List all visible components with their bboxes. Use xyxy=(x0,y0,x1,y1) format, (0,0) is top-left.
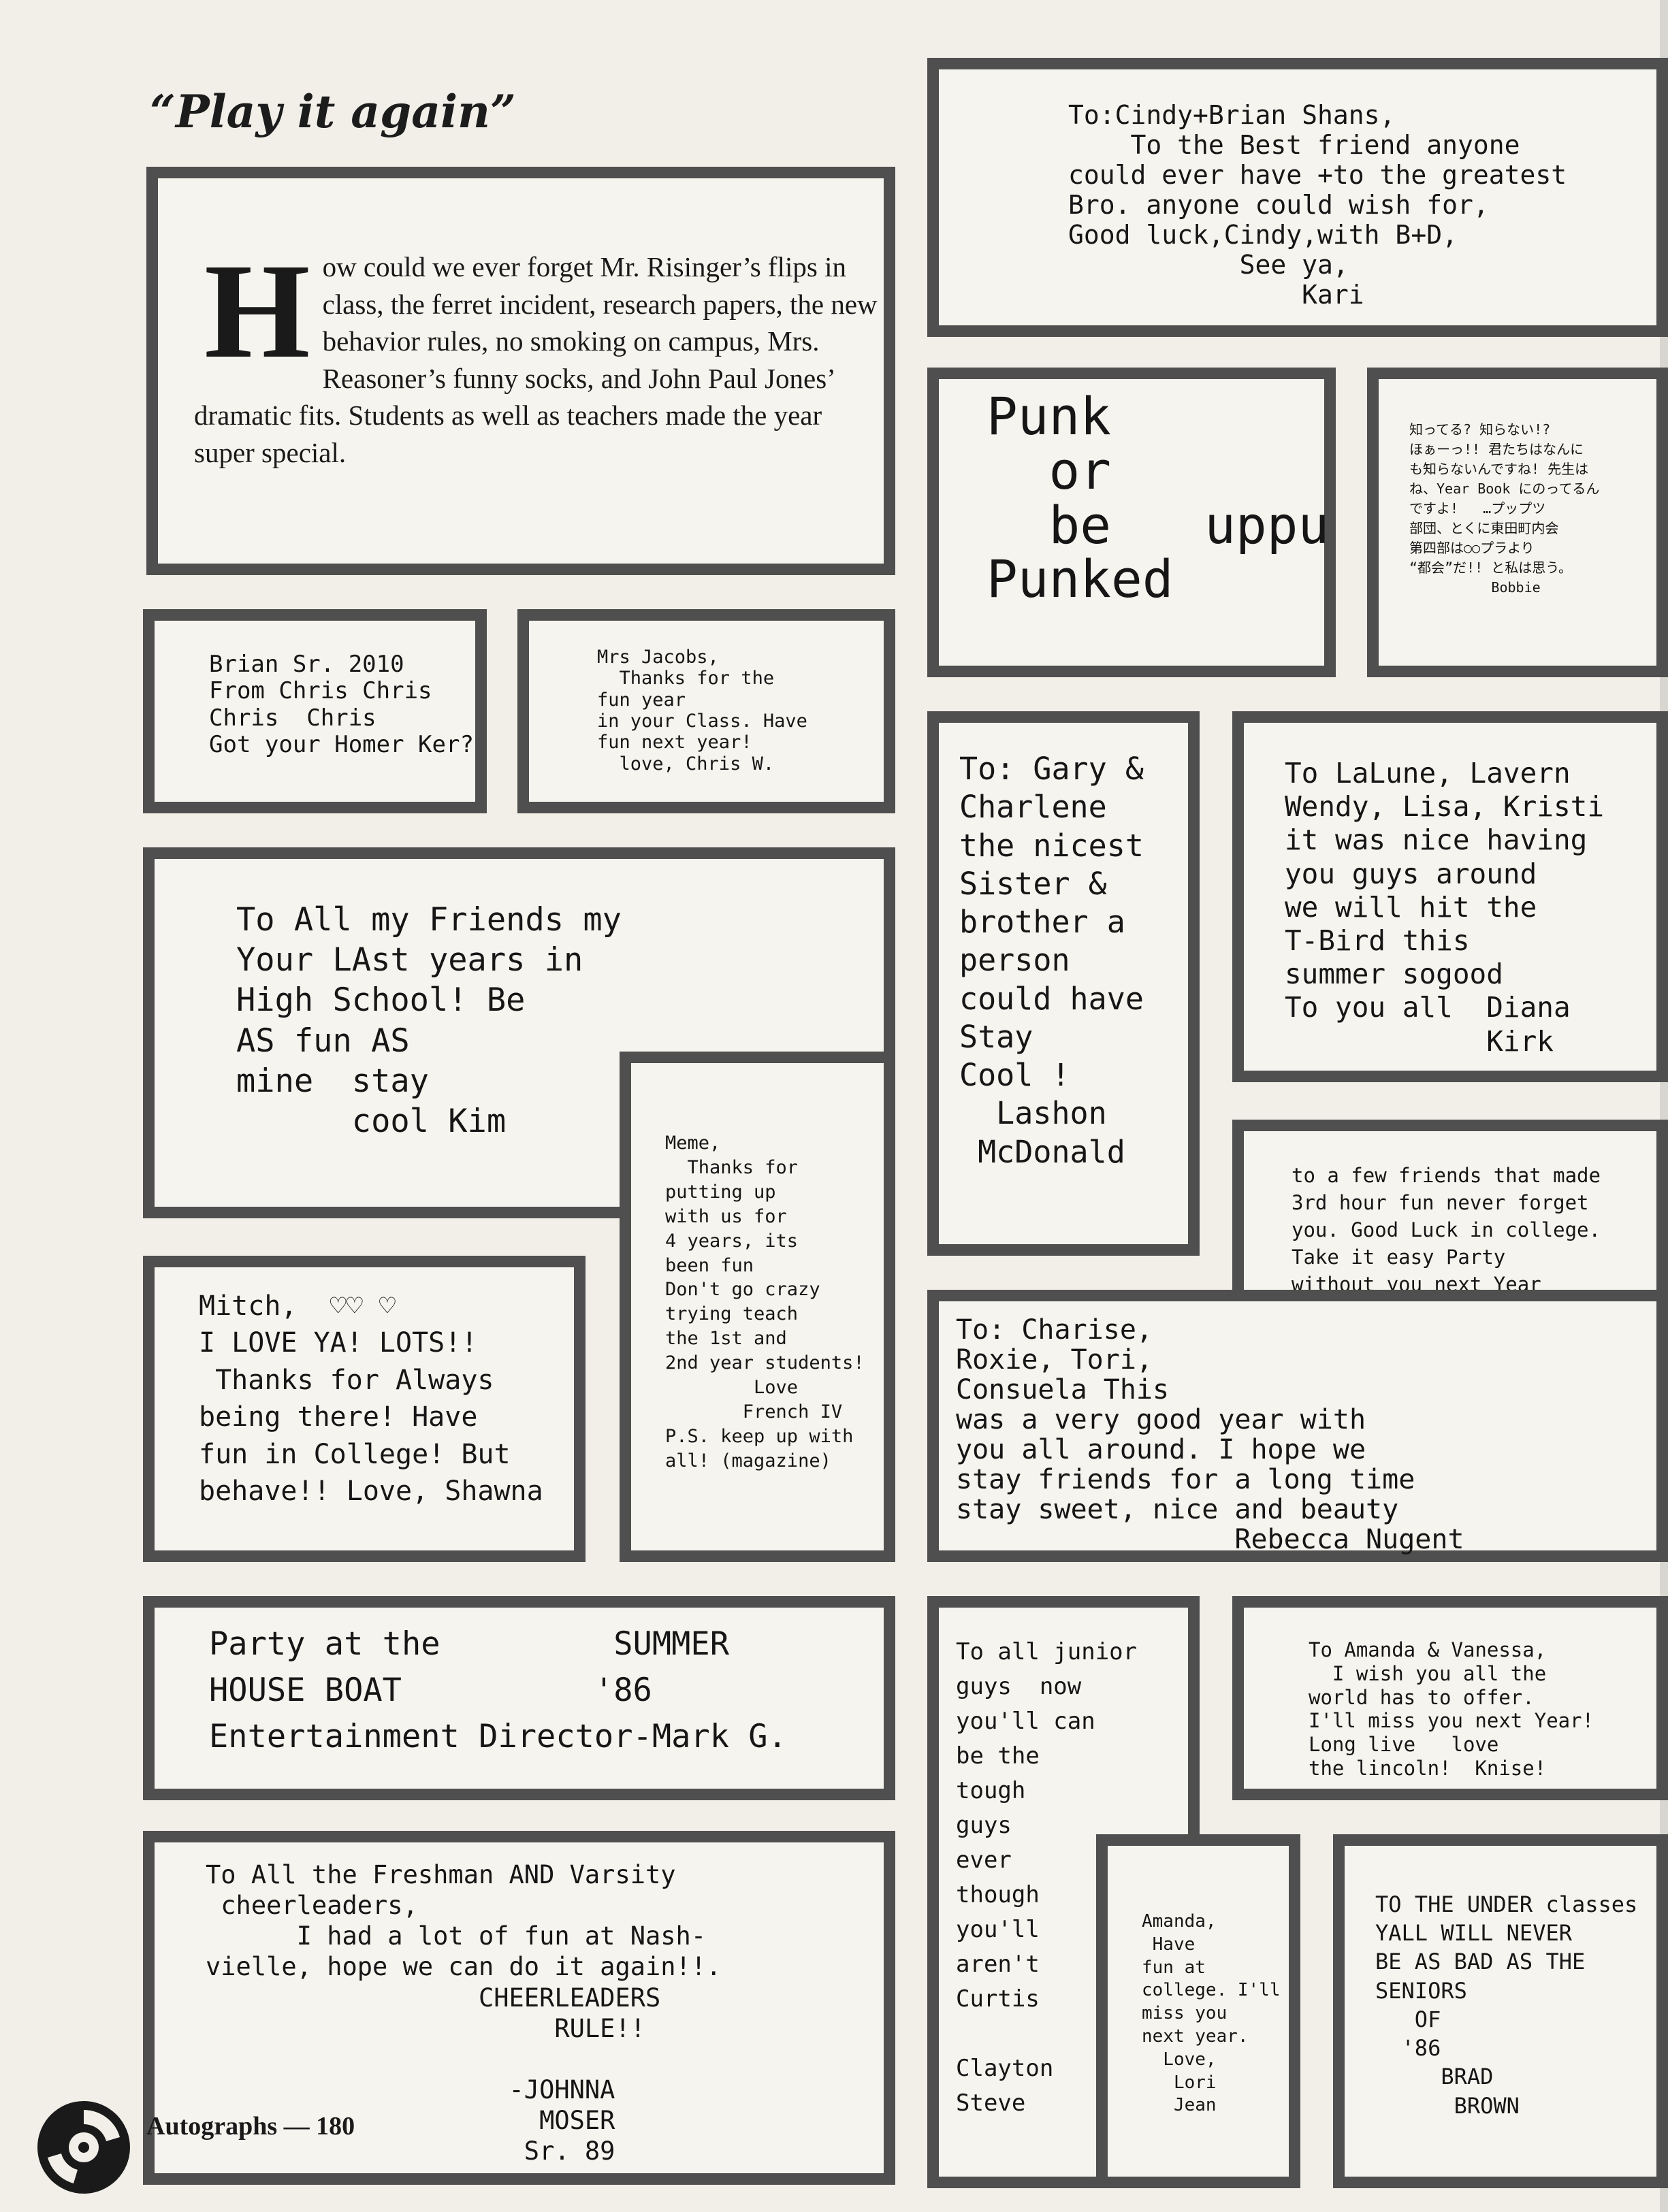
autograph-amanda-lori: Amanda, Have fun at college. I'll miss y… xyxy=(1142,1911,1281,2116)
autograph-amanda-lori-box: Amanda, Have fun at college. I'll miss y… xyxy=(1096,1834,1300,2188)
autograph-underclasses: TO THE UNDER classes YALL WILL NEVER BE … xyxy=(1375,1891,1638,2119)
autograph-underclasses-box: TO THE UNDER classes YALL WILL NEVER BE … xyxy=(1333,1834,1668,2188)
autograph-juniors: To all junior guys now you'll can be the… xyxy=(956,1638,1138,2117)
autograph-lalune-box: To LaLune, Lavern Wendy, Lisa, Kristi it… xyxy=(1232,711,1668,1082)
autograph-meme: Meme, Thanks for putting up with us for … xyxy=(665,1133,865,1471)
autograph-mitch: Mitch, ♡♡ ♡ I LOVE YA! LOTS!! Thanks for… xyxy=(199,1290,543,1507)
autograph-amanda-vanessa-box: To Amanda & Vanessa, I wish you all the … xyxy=(1232,1596,1668,1800)
autograph-brian-box: Brian Sr. 2010 From Chris Chris Chris Ch… xyxy=(143,609,487,813)
autograph-cheer: To All the Freshman AND Varsity cheerlea… xyxy=(206,1860,722,2166)
autograph-gary-box: To: Gary & Charlene the nicest Sister & … xyxy=(927,711,1200,1256)
autograph-charise: To: Charise, Roxie, Tori, Consuela This … xyxy=(956,1314,1464,1555)
autograph-punk-box: Punk or be uppu Punked xyxy=(927,368,1336,677)
autograph-houseboat: Party at the SUMMER HOUSE BOAT '86 Enter… xyxy=(209,1625,787,1756)
autograph-cindy: To:Cindy+Brian Shans, To the Best friend… xyxy=(1068,100,1567,310)
page-title: “Play it again” xyxy=(150,85,516,138)
autograph-amanda-vanessa: To Amanda & Vanessa, I wish you all the … xyxy=(1309,1638,1594,1780)
autograph-bobbie-box: 知ってる? 知らない!? ほぁーっ!! 君たちはなんに も知らないんですね! 先… xyxy=(1367,368,1668,677)
autograph-charise-box: To: Charise, Roxie, Tori, Consuela This … xyxy=(927,1290,1668,1562)
autograph-gary: To: Gary & Charlene the nicest Sister & … xyxy=(959,751,1144,1170)
autograph-jacobs-box: Mrs Jacobs, Thanks for the fun year in y… xyxy=(517,609,895,813)
autograph-punk: Punk or be uppu Punked xyxy=(987,386,1330,610)
autograph-lalune: To LaLune, Lavern Wendy, Lisa, Kristi it… xyxy=(1285,757,1604,1058)
autograph-houseboat-box: Party at the SUMMER HOUSE BOAT '86 Enter… xyxy=(143,1596,895,1800)
autograph-mitch-box: Mitch, ♡♡ ♡ I LOVE YA! LOTS!! Thanks for… xyxy=(143,1256,586,1562)
autograph-brian: Brian Sr. 2010 From Chris Chris Chris Ch… xyxy=(209,651,474,759)
autograph-friends: To All my Friends my Your LAst years in … xyxy=(236,901,622,1141)
autograph-jacobs: Mrs Jacobs, Thanks for the fun year in y… xyxy=(597,647,807,775)
autograph-bobbie: 知ってる? 知らない!? ほぁーっ!! 君たちはなんに も知らないんですね! 先… xyxy=(1409,421,1600,596)
autograph-cheer-box: To All the Freshman AND Varsity cheerlea… xyxy=(143,1831,895,2185)
record-icon xyxy=(37,2101,130,2194)
drop-cap: H xyxy=(204,236,310,387)
autograph-meme-box: Meme, Thanks for putting up with us for … xyxy=(620,1052,895,1562)
autograph-cindy-box: To:Cindy+Brian Shans, To the Best friend… xyxy=(927,58,1668,337)
page-folio: Autographs — 180 xyxy=(146,2112,355,2141)
intro-box xyxy=(146,167,895,575)
intro-body: ow could we ever forget Mr. Risinger’s f… xyxy=(194,251,878,468)
